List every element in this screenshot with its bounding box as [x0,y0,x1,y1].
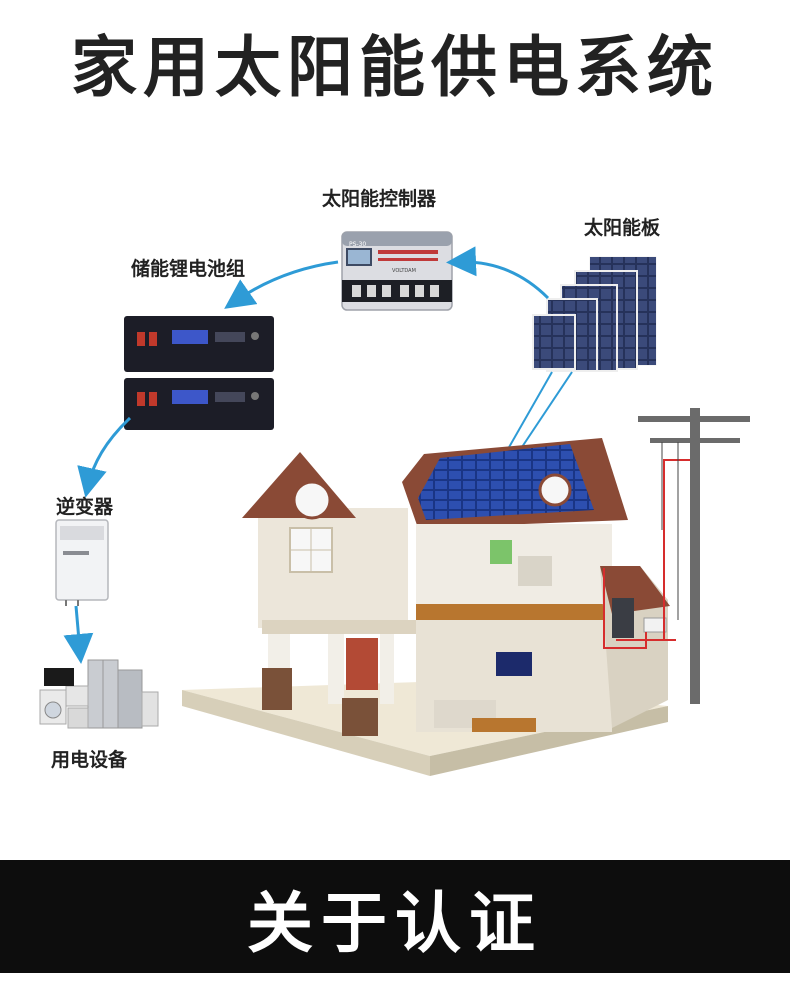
arrow-inverter-to-appliances [76,606,80,652]
solar-panel-image [532,255,658,372]
arrow-controller-to-battery [234,262,338,302]
solar-system-diagram: PS-30 VOLTDAM [0,0,790,860]
certification-banner-text: 关于认证 [0,870,790,966]
controller-model-text: PS-30 [349,241,366,248]
label-appliances: 用电设备 [51,745,127,772]
label-inverter: 逆变器 [56,492,113,519]
house-image [182,438,694,776]
arrow-panel-to-controller [458,262,548,298]
label-battery-pack: 储能锂电池组 [131,254,245,281]
label-solar-panel: 太阳能板 [584,213,660,240]
arrow-battery-to-inverter [88,418,130,486]
battery-pack-image [124,316,274,430]
controller-brand-text: VOLTDAM [392,268,416,274]
inverter-image [56,520,108,606]
label-solar-controller: 太阳能控制器 [322,184,436,211]
appliances-image [40,660,158,728]
